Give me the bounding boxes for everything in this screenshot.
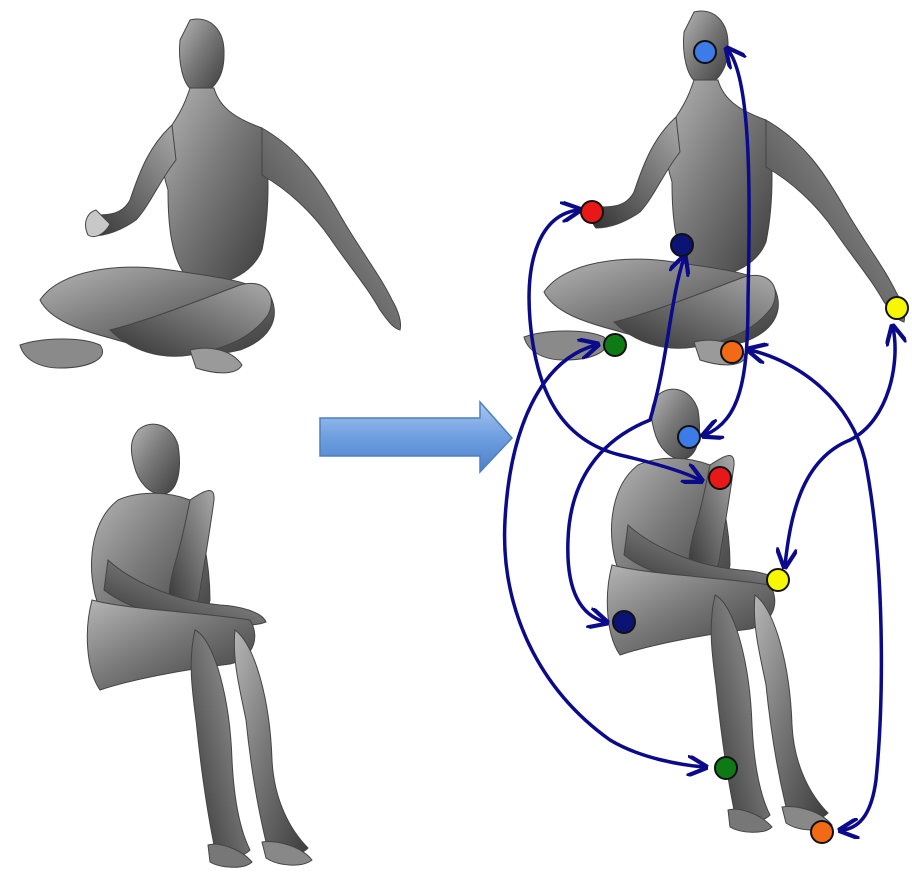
target-figure-top-right — [524, 11, 905, 365]
source-figure-bottom-left — [87, 424, 312, 867]
marker-red-bottom — [709, 467, 731, 489]
curve-yellow — [785, 328, 895, 565]
marker-blue-bottom — [678, 426, 700, 448]
marker-green-top — [604, 334, 626, 356]
marker-green-bottom — [715, 757, 737, 779]
marker-red-top — [581, 201, 603, 223]
marker-yellow-top — [886, 297, 908, 319]
marker-navy-top — [671, 234, 693, 256]
marker-orange-bottom — [811, 821, 833, 843]
right-arrow-icon — [320, 402, 512, 472]
marker-navy-bottom — [613, 611, 635, 633]
marker-blue-top — [694, 41, 716, 63]
marker-orange-top — [721, 341, 743, 363]
marker-yellow-bottom — [767, 569, 789, 591]
source-figure-top-left — [20, 19, 401, 373]
